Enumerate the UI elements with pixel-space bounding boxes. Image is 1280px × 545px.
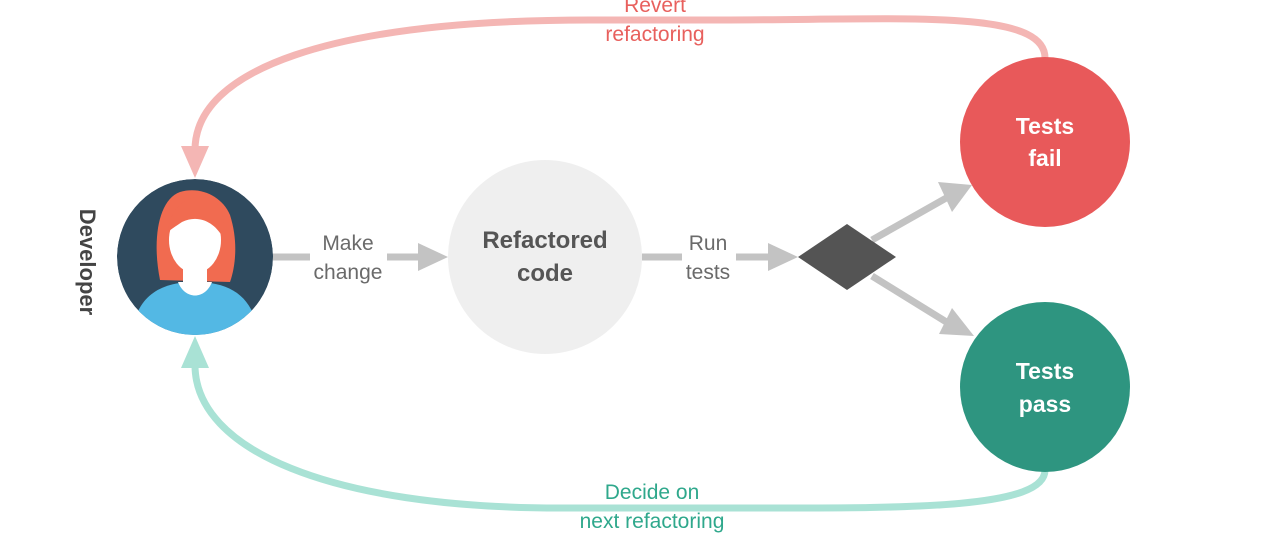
revert-arrowhead xyxy=(181,146,209,178)
decide-next-refactoring-label: Decide on next refactoring xyxy=(579,481,725,533)
pass-branch-arrowhead xyxy=(939,308,974,336)
decide-arrow-line xyxy=(191,364,1049,512)
make-change-label: Make change xyxy=(313,232,383,284)
run-tests-arrowhead xyxy=(768,243,798,271)
tests-pass-node xyxy=(960,302,1130,472)
decide-arrowhead xyxy=(181,336,209,368)
developer-avatar-icon xyxy=(117,179,273,335)
tests-fail-node xyxy=(960,57,1130,227)
refactored-code-label: Refactored code xyxy=(482,227,608,287)
revert-arrow-line xyxy=(191,15,1049,151)
tests-fail-label: Tests fail xyxy=(1015,113,1075,171)
fail-branch-line xyxy=(870,193,950,244)
fail-branch-arrowhead xyxy=(938,182,972,212)
tests-pass-label: Tests pass xyxy=(1015,358,1075,417)
make-change-arrowhead xyxy=(418,243,448,271)
run-tests-label: Run tests xyxy=(685,232,731,284)
decision-diamond xyxy=(798,224,896,290)
refactored-code-node xyxy=(448,160,642,354)
pass-branch-line xyxy=(870,273,950,326)
revert-refactoring-label: Revert refactoring xyxy=(605,0,705,46)
developer-label: Developer xyxy=(75,208,100,316)
